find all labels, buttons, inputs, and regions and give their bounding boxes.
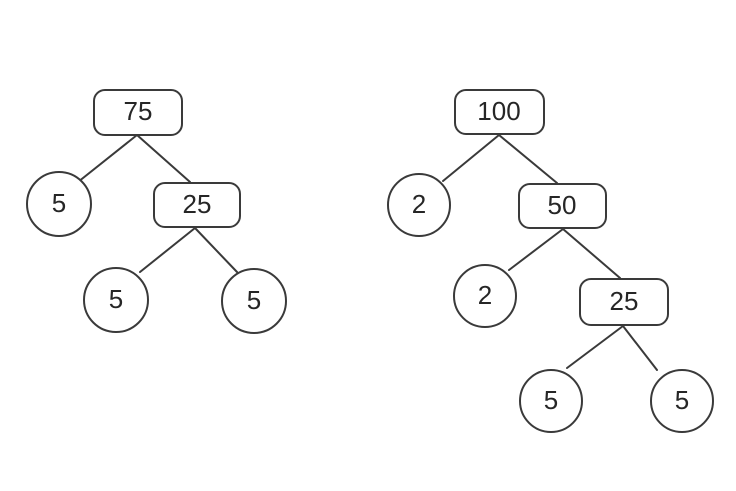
tree-edge	[194, 227, 238, 273]
node-label: 5	[543, 385, 559, 415]
tree-node-right-5b: 5	[650, 369, 714, 433]
tree-edge	[139, 227, 196, 273]
tree-node-left-5b: 5	[83, 267, 149, 333]
tree-edge	[136, 134, 191, 183]
node-label: 50	[547, 190, 577, 220]
node-label: 5	[674, 385, 690, 415]
tree-node-right-2a: 2	[387, 173, 451, 237]
tree-node-left-5a: 5	[26, 171, 92, 237]
tree-edge	[566, 325, 624, 369]
tree-node-right-25: 25	[579, 278, 669, 326]
tree-edge	[508, 228, 564, 271]
tree-edge	[498, 134, 558, 184]
tree-node-left-25: 25	[153, 182, 241, 228]
node-label: 25	[182, 189, 212, 219]
node-label: 5	[246, 285, 262, 315]
tree-edge	[77, 134, 138, 183]
tree-node-right-5a: 5	[519, 369, 583, 433]
tree-node-right-2b: 2	[453, 264, 517, 328]
tree-edge	[622, 325, 658, 371]
node-label: 100	[477, 96, 521, 126]
node-label: 2	[477, 280, 493, 310]
tree-edge	[562, 228, 621, 279]
tree-node-left-5c: 5	[221, 268, 287, 334]
node-label: 2	[411, 189, 427, 219]
tree-edge	[442, 134, 500, 182]
tree-node-left-75: 75	[93, 88, 183, 136]
tree-node-right-50: 50	[517, 183, 607, 229]
node-label: 5	[51, 188, 67, 218]
tree-node-right-100: 100	[453, 89, 545, 135]
node-label: 25	[609, 286, 639, 316]
node-label: 75	[123, 96, 153, 126]
node-label: 5	[108, 284, 124, 314]
